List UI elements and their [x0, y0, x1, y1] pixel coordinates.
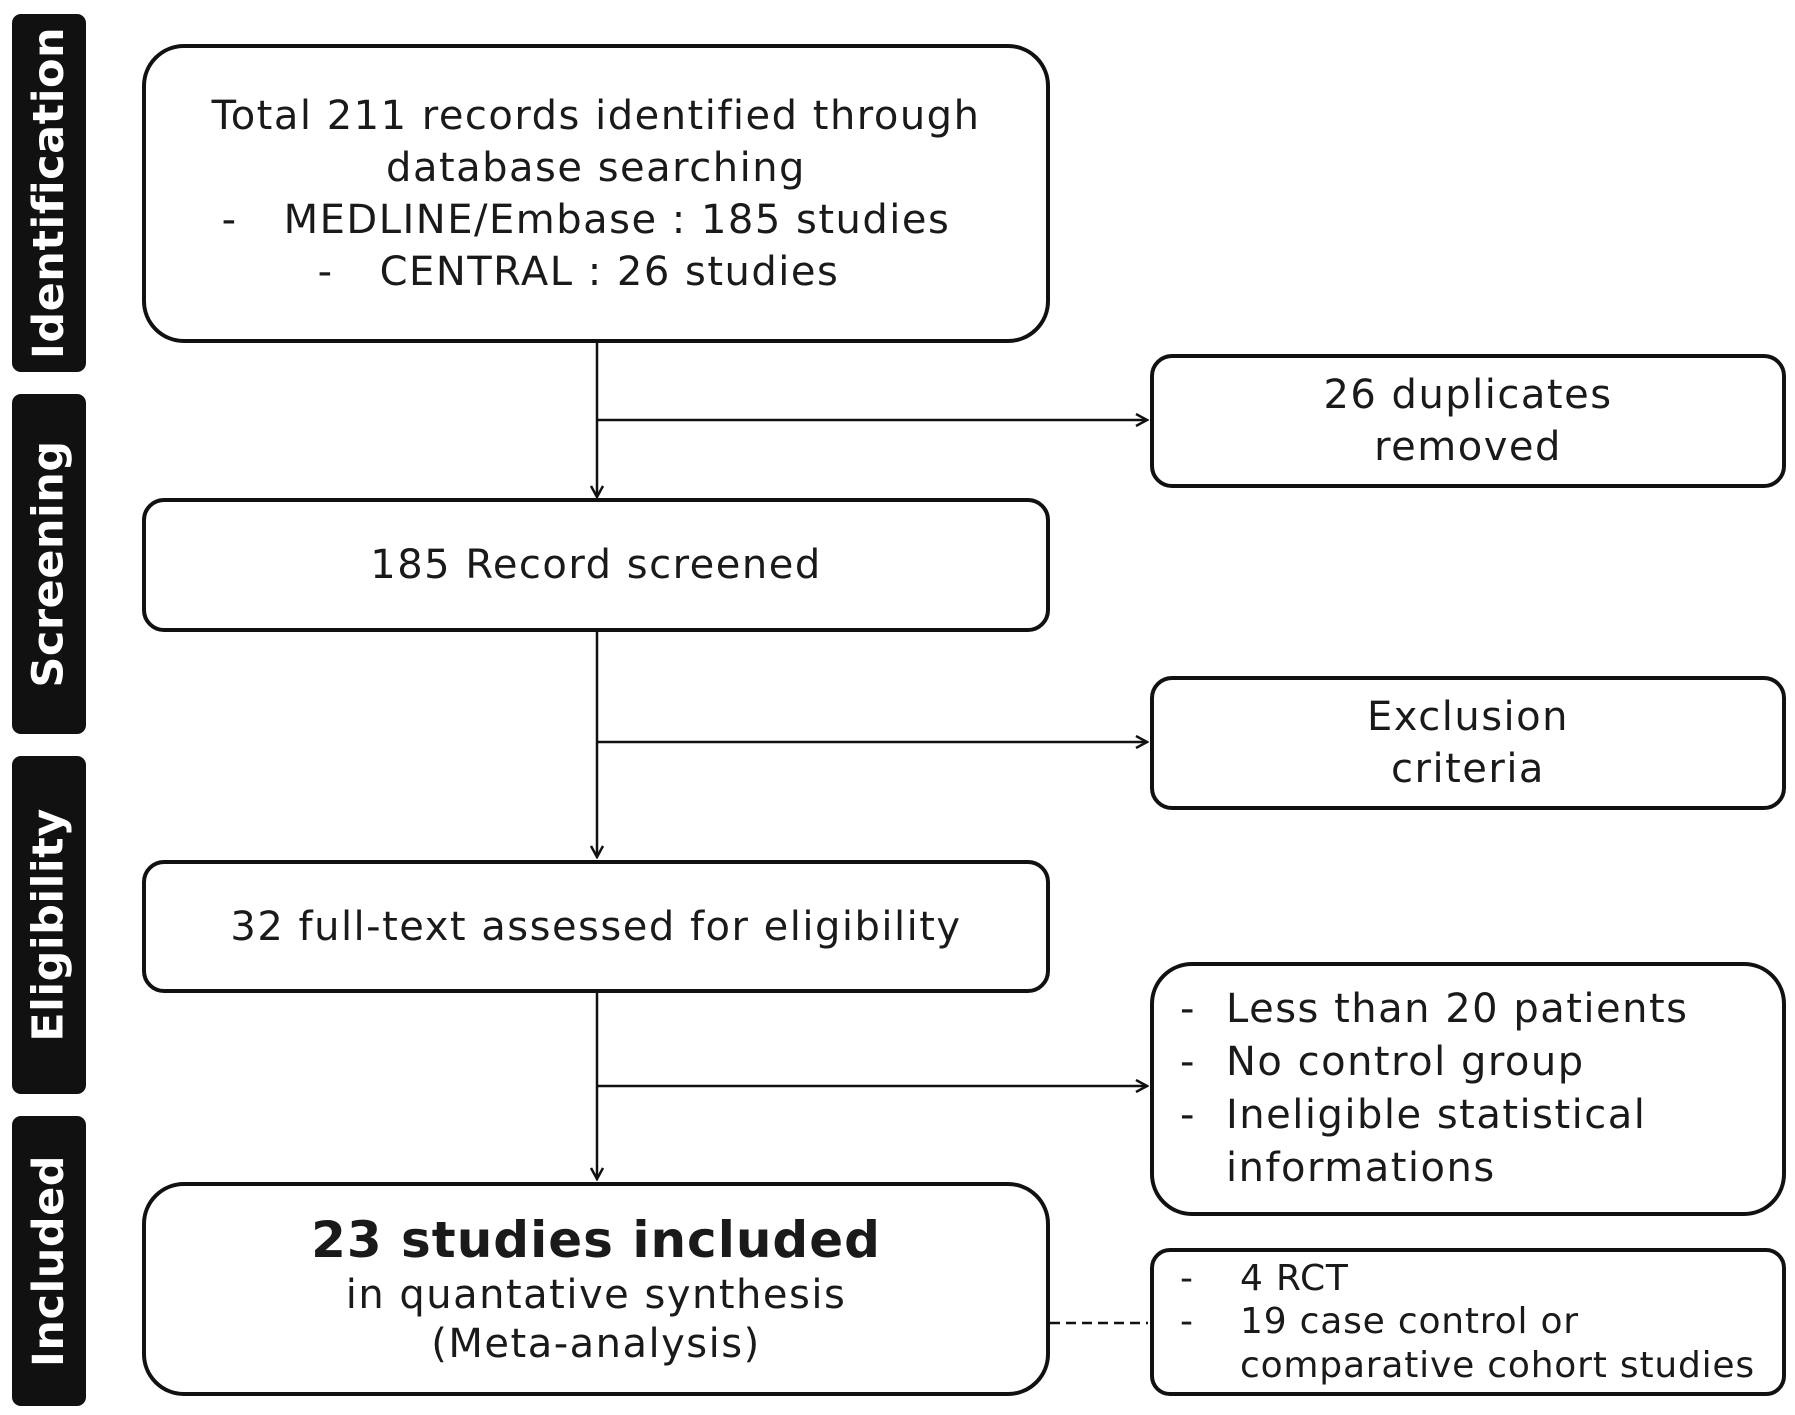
eligibility-box: 32 full-text assessed for eligibility — [142, 860, 1050, 993]
included-line3: (Meta-analysis) — [431, 1320, 761, 1367]
source-text: MEDLINE/Embase : 185 studies — [283, 196, 951, 243]
reason-item: - Less than 20 patients — [1154, 983, 1689, 1036]
phase-screening-label: Screening — [24, 440, 74, 688]
bullet-dash: - — [1180, 986, 1196, 1033]
identification-sources: - MEDLINE/Embase : 185 studies - CENTRAL… — [222, 194, 951, 298]
included-headline: 23 studies included — [311, 1210, 881, 1269]
study-type-text: 19 case control or — [1240, 1301, 1579, 1343]
included-box: 23 studies included in quantative synthe… — [142, 1182, 1050, 1396]
bullet-dash: - — [1180, 1092, 1196, 1138]
source-item: - MEDLINE/Embase : 185 studies — [222, 194, 951, 246]
reason-item: - No control group — [1154, 1036, 1585, 1089]
identification-line1: Total 211 records identified through — [211, 92, 981, 139]
exclusion-line1: Exclusion — [1367, 694, 1569, 740]
screened-text: 185 Record screened — [370, 542, 822, 588]
exclusion-line2: criteria — [1391, 746, 1545, 792]
eligibility-text: 32 full-text assessed for eligibility — [230, 903, 962, 950]
bullet-dash: - — [221, 196, 238, 243]
phase-eligibility: Eligibility — [12, 756, 86, 1094]
duplicates-box: 26 duplicates removed — [1150, 354, 1786, 488]
included-line2: in quantative synthesis — [345, 1271, 847, 1318]
study-type-item: - 4 RCT — [1154, 1257, 1349, 1300]
reason-text: Less than 20 patients — [1226, 986, 1689, 1033]
reason-text: Ineligible statistical — [1226, 1092, 1647, 1138]
phase-eligibility-label: Eligibility — [24, 808, 74, 1042]
reason-item: - Ineligible statistical informations — [1154, 1089, 1646, 1195]
phase-identification-label: Identification — [24, 26, 75, 360]
phase-included: Included — [12, 1116, 86, 1406]
study-types-box: - 4 RCT - 19 case control or comparative… — [1150, 1248, 1786, 1396]
exclusion-box: Exclusion criteria — [1150, 676, 1786, 810]
bullet-dash: - — [1180, 1039, 1196, 1086]
phase-identification: Identification — [12, 14, 86, 372]
bullet-dash: - — [1180, 1258, 1194, 1300]
duplicates-line2: removed — [1374, 424, 1562, 470]
reason-text-cont: informations — [1226, 1144, 1496, 1191]
source-text: CENTRAL : 26 studies — [379, 248, 840, 295]
identification-box: Total 211 records identified through dat… — [142, 44, 1050, 343]
study-type-item: - 19 case control or comparative cohort … — [1154, 1300, 1755, 1386]
study-type-text-cont: comparative cohort studies — [1240, 1344, 1755, 1386]
phase-included-label: Included — [24, 1154, 74, 1368]
exclusion-reasons-box: - Less than 20 patients - No control gro… — [1150, 962, 1786, 1216]
screened-box: 185 Record screened — [142, 498, 1050, 632]
study-type-text: 4 RCT — [1240, 1258, 1349, 1300]
identification-line2: database searching — [386, 144, 806, 191]
bullet-dash: - — [1180, 1301, 1194, 1343]
phase-screening: Screening — [12, 394, 86, 734]
source-item: - CENTRAL : 26 studies — [318, 246, 840, 298]
duplicates-line1: 26 duplicates — [1323, 372, 1613, 418]
bullet-dash: - — [317, 248, 334, 295]
reason-text: No control group — [1226, 1039, 1585, 1086]
